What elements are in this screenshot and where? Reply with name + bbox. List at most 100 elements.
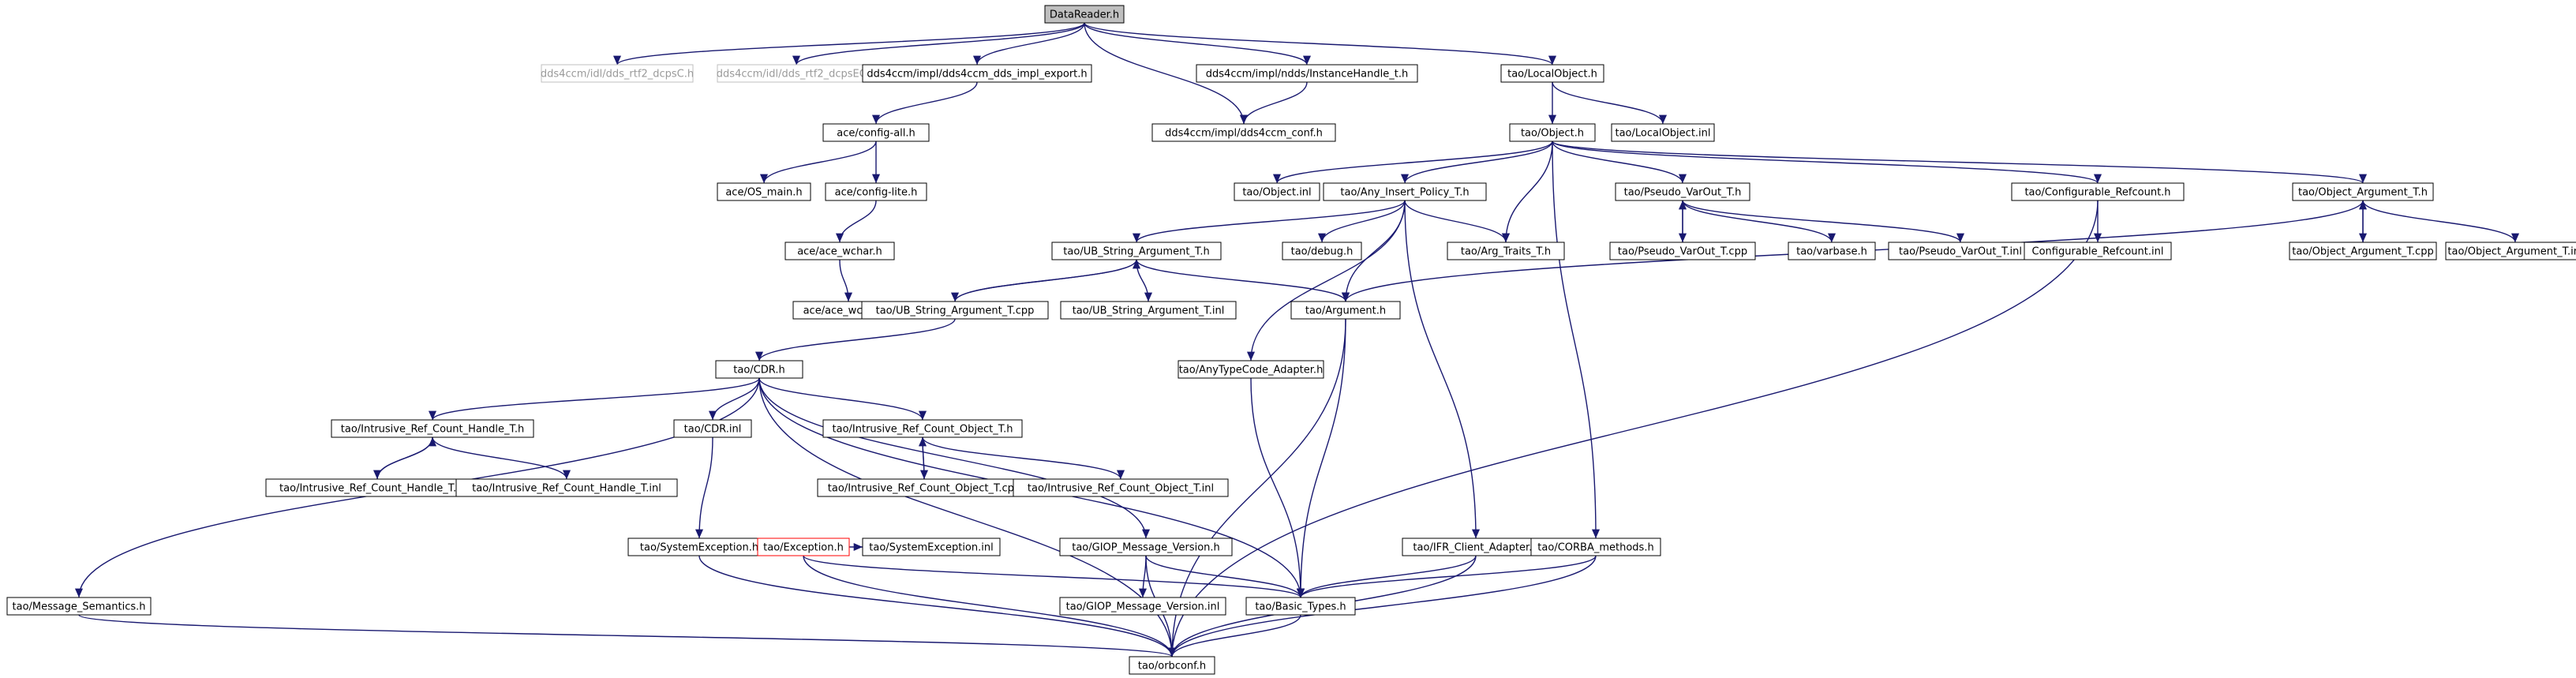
include-edge [1133, 200, 1406, 243]
include-edge [698, 555, 1176, 657]
node-tao-ub-string-argument-t-inl[interactable]: tao/UB_String_Argument_T.inl [1060, 301, 1237, 320]
include-edge [1239, 81, 1308, 125]
node-configurable-refcount-inl[interactable]: Configurable_Refcount.inl [2024, 242, 2172, 260]
node-tao-systemexception-inl[interactable]: tao/SystemException.inl [862, 538, 1001, 556]
node-tao-localobject-h[interactable]: tao/LocalObject.h [1500, 64, 1604, 83]
node-label: Configurable_Refcount.inl [2032, 246, 2164, 258]
node-box [1196, 64, 1418, 83]
node-tao-intrusive-ref-count-handle-t-cpp[interactable]: tao/Intrusive_Ref_Count_Handle_T.cpp [265, 478, 489, 497]
include-edge [1246, 200, 1406, 361]
node-label: tao/Configurable_Refcount.h [2024, 187, 2170, 199]
node-tao-object-argument-t-h[interactable]: tao/Object_Argument_T.h [2292, 182, 2434, 201]
node-box [784, 242, 895, 260]
include-edge [755, 318, 956, 361]
node-label: tao/Intrusive_Ref_Count_Object_T.h [833, 424, 1013, 436]
node-dds4ccm-impl-dds4ccm-dds-impl-export-h[interactable]: dds4ccm/impl/dds4ccm_dds_impl_export.h [862, 64, 1092, 83]
node-box [1509, 123, 1596, 142]
node-tao-intrusive-ref-count-handle-t-inl[interactable]: tao/Intrusive_Ref_Count_Handle_T.inl [455, 478, 678, 497]
include-edge [973, 22, 1085, 66]
node-label: tao/UB_String_Argument_T.h [1063, 246, 1209, 258]
node-dds4ccm-impl-ndds-instancehandle-t-h[interactable]: dds4ccm/impl/ndds/InstanceHandle_t.h [1196, 64, 1418, 83]
node-tao-pseudo-varout-t-inl[interactable]: tao/Pseudo_VarOut_T.inl [1888, 242, 2033, 260]
node-box [1178, 360, 1324, 379]
node-tao-any-insert-policy-t-h[interactable]: tao/Any_Insert_Policy_T.h [1323, 182, 1487, 201]
node-datareader-h[interactable]: DataReader.h [1044, 5, 1125, 24]
node-tao-ub-string-argument-t-cpp[interactable]: tao/UB_String_Argument_T.cpp [861, 301, 1049, 320]
node-tao-intrusive-ref-count-object-t-inl[interactable]: tao/Intrusive_Ref_Count_Object_T.inl [1013, 478, 1229, 497]
node-tao-giop-message-version-h[interactable]: tao/GIOP_Message_Version.h [1059, 538, 1233, 556]
node-tao-cdr-h[interactable]: tao/CDR.h [715, 360, 803, 379]
node-tao-intrusive-ref-count-object-t-cpp[interactable]: tao/Intrusive_Ref_Count_Object_T.cpp [817, 478, 1032, 497]
node-tao-intrusive-ref-count-object-t-h[interactable]: tao/Intrusive_Ref_Count_Object_T.h [822, 419, 1023, 438]
node-label: tao/Object_Argument_T.cpp [2292, 246, 2433, 258]
node-tao-localobject-inl[interactable]: tao/LocalObject.inl [1611, 123, 1715, 142]
node-label: tao/CDR.inl [684, 424, 742, 436]
node-box [1323, 182, 1487, 201]
node-box [1500, 64, 1604, 83]
node-label: tao/CORBA_methods.h [1537, 542, 1653, 554]
node-label: tao/Pseudo_VarOut_T.inl [1899, 246, 2022, 258]
node-tao-exception-h[interactable]: tao/Exception.h [757, 538, 850, 556]
node-tao-orbconf-h[interactable]: tao/orbconf.h [1129, 656, 1215, 675]
node-box [2024, 242, 2172, 260]
node-dds4ccm-impl-dds4ccm-conf-h[interactable]: dds4ccm/impl/dds4ccm_conf.h [1151, 123, 1336, 142]
node-label: dds4ccm/impl/ndds/InstanceHandle_t.h [1206, 69, 1408, 81]
node-box [862, 538, 1001, 556]
node-tao-ifr-client-adapter-h[interactable]: tao/IFR_Client_Adapter.h [1402, 538, 1550, 556]
node-label: tao/CDR.h [733, 365, 784, 376]
include-edge [760, 140, 877, 184]
node-label: tao/Intrusive_Ref_Count_Object_T.inl [1028, 483, 1214, 495]
node-label: dds4ccm/idl/dds_rtf2_dcpsEC.h [717, 69, 876, 81]
include-edge [1682, 200, 1964, 243]
node-tao-object-inl[interactable]: tao/Object.inl [1234, 182, 1320, 201]
node-tao-object-argument-t-inl[interactable]: tao/Object_Argument_T.inl [2445, 242, 2576, 260]
node-tao-basic-types-h[interactable]: tao/Basic_Types.h [1245, 597, 1356, 616]
node-box [1129, 656, 1215, 675]
node-label: tao/GIOP_Message_Version.inl [1066, 601, 1220, 613]
node-tao-debug-h[interactable]: tao/debug.h [1282, 242, 1362, 260]
node-tao-ub-string-argument-t-h[interactable]: tao/UB_String_Argument_T.h [1051, 242, 1222, 260]
node-box [822, 419, 1023, 438]
node-box [1611, 123, 1715, 142]
node-label: tao/Arg_Traits_T.h [1461, 246, 1551, 258]
node-tao-object-h[interactable]: tao/Object.h [1509, 123, 1596, 142]
node-tao-message-semantics-h[interactable]: tao/Message_Semantics.h [6, 597, 152, 616]
node-tao-cdr-inl[interactable]: tao/CDR.inl [673, 419, 752, 438]
include-edge [2362, 200, 2519, 243]
node-label: tao/SystemException.h [640, 542, 758, 554]
node-box [1788, 242, 1876, 260]
node-tao-corba-methods-h[interactable]: tao/CORBA_methods.h [1530, 538, 1661, 556]
node-tao-varbase-h[interactable]: tao/varbase.h [1788, 242, 1876, 260]
node-ace-config-lite-h[interactable]: ace/config-lite.h [825, 182, 927, 201]
node-box [1530, 538, 1661, 556]
node-label: ace/config-lite.h [835, 187, 918, 199]
node-ace-config-all-h[interactable]: ace/config-all.h [822, 123, 930, 142]
node-tao-systemexception-h[interactable]: tao/SystemException.h [627, 538, 771, 556]
node-ace-os-main-h[interactable]: ace/OS_main.h [717, 182, 811, 201]
node-box [862, 64, 1092, 83]
node-ace-ace-wchar-h[interactable]: ace/ace_wchar.h [784, 242, 895, 260]
include-edge [758, 377, 927, 421]
node-box [1013, 478, 1229, 497]
node-tao-giop-message-version-inl[interactable]: tao/GIOP_Message_Version.inl [1059, 597, 1226, 616]
node-tao-object-argument-t-cpp[interactable]: tao/Object_Argument_T.cpp [2289, 242, 2437, 260]
node-label: DataReader.h [1050, 9, 1119, 21]
node-tao-argument-h[interactable]: tao/Argument.h [1290, 301, 1401, 320]
node-dds4ccm-idl-dds-rtf2-dcpsec-h[interactable]: dds4ccm/idl/dds_rtf2_dcpsEC.h [717, 64, 876, 83]
node-tao-configurable-refcount-h[interactable]: tao/Configurable_Refcount.h [2011, 182, 2185, 201]
node-label: tao/Object.h [1521, 128, 1584, 140]
node-tao-pseudo-varout-t-h[interactable]: tao/Pseudo_VarOut_T.h [1615, 182, 1750, 201]
node-box [1234, 182, 1320, 201]
node-label: tao/AnyTypeCode_Adapter.h [1179, 365, 1324, 376]
include-edge [803, 555, 1305, 598]
node-tao-pseudo-varout-t-cpp[interactable]: tao/Pseudo_VarOut_T.cpp [1609, 242, 1756, 260]
node-tao-anytypecode-adapter-h[interactable]: tao/AnyTypeCode_Adapter.h [1178, 360, 1324, 379]
include-edge [376, 436, 437, 480]
node-tao-arg-traits-t-h[interactable]: tao/Arg_Traits_T.h [1447, 242, 1565, 260]
node-label: tao/Object.inl [1242, 187, 1311, 199]
node-box [1615, 182, 1750, 201]
node-dds4ccm-idl-dds-rtf2-dcpsc-h[interactable]: dds4ccm/idl/dds_rtf2_dcpsC.h [541, 64, 694, 83]
node-label: ace/OS_main.h [725, 187, 802, 199]
include-edge [835, 200, 877, 243]
node-tao-intrusive-ref-count-handle-t-h[interactable]: tao/Intrusive_Ref_Count_Handle_T.h [331, 419, 534, 438]
